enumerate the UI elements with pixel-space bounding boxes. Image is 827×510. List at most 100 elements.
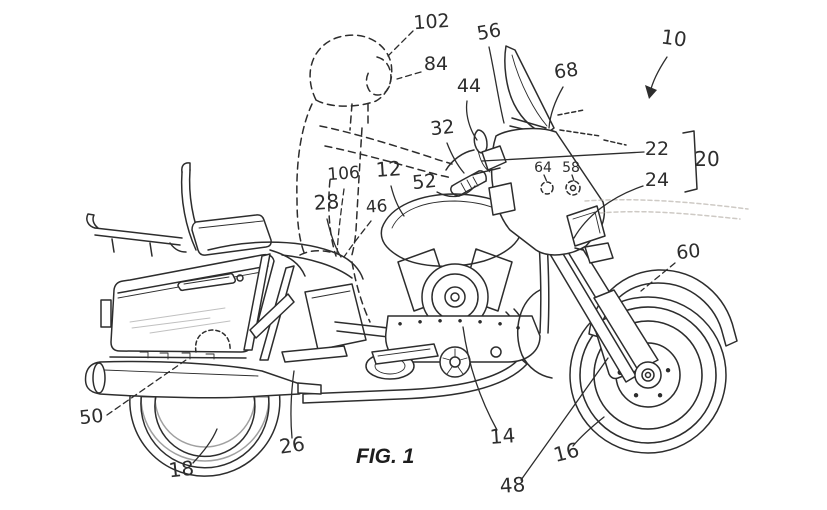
backrest-pad xyxy=(191,214,272,256)
rider-neck xyxy=(349,103,369,131)
speaker-hidden-58-center xyxy=(569,184,577,192)
rider-floorboard xyxy=(371,343,439,365)
ref-label-28: 28 xyxy=(313,189,340,215)
windshield-inner-edge xyxy=(511,54,548,127)
saddlebag-emboss-2 xyxy=(131,317,211,329)
rear-tire-inner xyxy=(140,391,270,469)
saddlebag-latch xyxy=(236,274,244,282)
wind-dashes xyxy=(557,109,627,146)
ref-label-60: 60 xyxy=(675,240,701,264)
muffler xyxy=(84,360,306,399)
ref-label-58: 58 xyxy=(562,160,580,176)
ref-label-84: 84 xyxy=(424,53,448,75)
leader-line-48 xyxy=(520,357,609,481)
front-tire-inner xyxy=(579,306,717,444)
muffler-seam xyxy=(103,369,259,377)
leader-line-18 xyxy=(192,428,218,464)
air-cleaner-hub xyxy=(450,292,460,302)
figure-caption: FIG. 1 xyxy=(356,445,414,468)
rear-rack-and-seat xyxy=(86,162,364,280)
guard-rail-front xyxy=(243,253,271,351)
crankcase-bolts xyxy=(398,319,520,330)
pulley-spokes xyxy=(442,348,468,375)
rider-seat-line xyxy=(299,250,331,256)
leader-line-60 xyxy=(640,262,676,292)
ghost-marks xyxy=(557,109,749,220)
rear-tire-outer xyxy=(129,387,281,477)
brake-pedal-pivot xyxy=(490,346,502,358)
front-rim xyxy=(593,320,703,430)
leader-line-52 xyxy=(436,185,476,198)
muffler-tip xyxy=(297,382,322,395)
ref-label-24: 24 xyxy=(645,169,669,191)
fork-slider xyxy=(593,289,659,371)
saddlebag-trim xyxy=(109,356,247,359)
turn-signal-stalk xyxy=(574,247,584,251)
rider-hip xyxy=(328,179,337,257)
leader-line-32 xyxy=(446,142,465,174)
saddlebag-feet xyxy=(139,351,215,360)
speaker-hidden-58 xyxy=(565,180,581,196)
leader-line-84 xyxy=(396,71,422,80)
leader-line-10 xyxy=(649,56,668,94)
side-cover xyxy=(304,283,367,351)
ref-label-106: 106 xyxy=(327,163,361,185)
sissy-bar-cap xyxy=(181,162,191,173)
leader-line-46 xyxy=(343,220,372,258)
clutch-lever xyxy=(445,149,475,171)
grip-ribs xyxy=(460,176,479,193)
saddlebag-mount xyxy=(100,299,112,328)
ref-label-18: 18 xyxy=(167,456,195,483)
rear-fender-edge xyxy=(269,249,306,277)
rider-leg xyxy=(351,261,371,323)
tank-outline xyxy=(380,193,523,267)
leader-line-26 xyxy=(290,370,295,439)
leader-lines xyxy=(106,30,676,481)
ref-label-56: 56 xyxy=(475,19,503,45)
leader-line-102 xyxy=(387,30,414,57)
rider-back xyxy=(296,103,313,256)
saddlebag-emboss-1 xyxy=(129,307,226,323)
backrest-pad-inner xyxy=(198,220,264,229)
seat-top xyxy=(207,241,364,280)
ref-label-52: 52 xyxy=(411,170,437,194)
brake-lever-44 xyxy=(473,129,488,154)
rider-arm-top xyxy=(319,125,453,165)
leader-line-56 xyxy=(488,46,505,124)
leader-line-44 xyxy=(465,100,478,141)
front-tire-outer xyxy=(569,296,727,454)
rider-floorboard-inner xyxy=(377,348,431,357)
luggage-rack-bar xyxy=(94,227,183,239)
leader-line-64 xyxy=(543,174,548,183)
arrow-head-10 xyxy=(645,85,657,99)
luggage-rack-hook xyxy=(86,213,99,229)
ref-label-64: 64 xyxy=(534,160,552,176)
rider-torso-front xyxy=(350,127,363,259)
luggage-rack-supports xyxy=(111,238,187,257)
ref-label-48: 48 xyxy=(499,472,526,498)
ref-label-50: 50 xyxy=(78,405,104,429)
fairing-vent-inner xyxy=(572,211,601,234)
axle-cap xyxy=(634,361,662,389)
fairing-assembly xyxy=(488,45,614,264)
leader-line-12 xyxy=(390,185,405,217)
rider-arm-bottom xyxy=(324,145,454,179)
erased-line-1 xyxy=(584,198,749,210)
ref-label-68: 68 xyxy=(553,58,580,83)
saddlebag-hidden-detail xyxy=(194,329,231,353)
side-cover-inner xyxy=(311,290,351,299)
engine xyxy=(365,248,541,380)
ref-label-16: 16 xyxy=(551,437,582,466)
rear-wheel xyxy=(129,387,281,477)
windshield xyxy=(504,45,555,135)
rider-silhouette xyxy=(296,34,454,323)
passenger-floorboard xyxy=(281,345,348,363)
guard-rail-strut xyxy=(249,293,295,339)
ref-label-20: 20 xyxy=(694,147,719,171)
crash-bar xyxy=(517,289,553,379)
rider-face-shield xyxy=(365,56,392,96)
rear-rim-hatch xyxy=(140,396,270,462)
leader-line-106 xyxy=(336,188,345,255)
